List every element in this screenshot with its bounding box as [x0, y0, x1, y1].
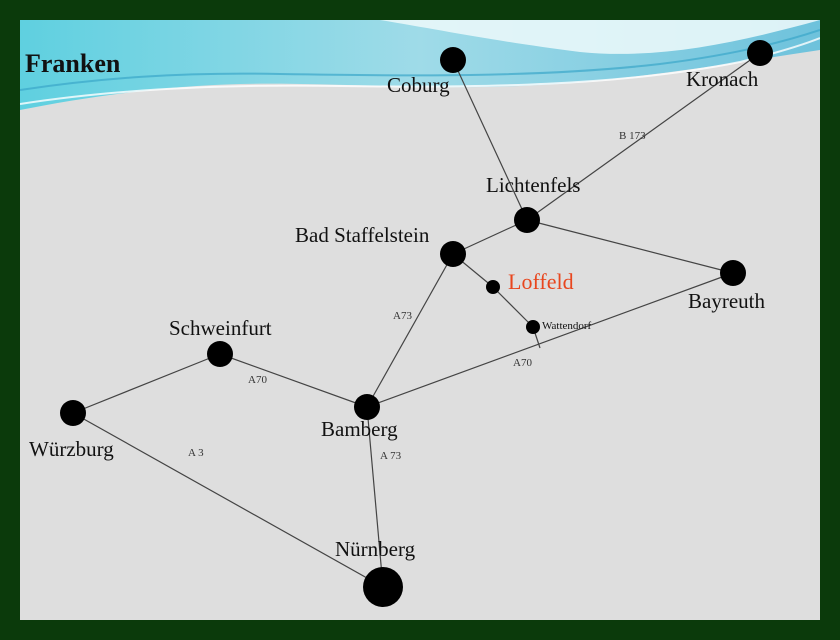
map-svg: Franken Coburg Kronach Lichtenfels Bad S…: [20, 20, 820, 607]
coburg-marker[interactable]: [440, 47, 466, 73]
road-label-a3: A 3: [188, 447, 204, 459]
wuerzburg-marker[interactable]: [60, 400, 86, 426]
road-label-b173: B 173: [619, 130, 646, 142]
bad-staffelstein-marker[interactable]: [440, 241, 466, 267]
kronach-marker[interactable]: [747, 40, 773, 66]
schweinfurt-marker[interactable]: [207, 341, 233, 367]
road-loffeld-wattendorf: [492, 286, 534, 328]
road-label-a70-east: A70: [513, 357, 532, 369]
road-lichtenfels-bad-staffelstein: [452, 219, 528, 255]
road-schweinfurt-wuerzburg: [72, 353, 221, 414]
road-label-a70-west: A70: [248, 374, 267, 386]
loffeld-marker[interactable]: [486, 280, 500, 294]
road-a70-east: [366, 272, 734, 408]
road-lichtenfels-bayreuth: [526, 219, 734, 274]
road-b173: [526, 52, 761, 221]
header-banner: [20, 20, 820, 110]
road-label-a73-south: A 73: [380, 450, 402, 462]
kronach-label: Kronach: [686, 67, 759, 91]
coburg-label: Coburg: [387, 73, 450, 97]
road-coburg-lichtenfels: [452, 59, 528, 221]
loffeld-label: Loffeld: [508, 269, 574, 294]
bayreuth-label: Bayreuth: [688, 289, 765, 313]
map-panel: Franken Coburg Kronach Lichtenfels Bad S…: [20, 20, 820, 620]
wattendorf-label: Wattendorf: [542, 320, 592, 332]
lichtenfels-label: Lichtenfels: [486, 173, 580, 197]
road-a73-south: [366, 406, 384, 588]
wuerzburg-label: Würzburg: [29, 437, 114, 461]
bamberg-marker[interactable]: [354, 394, 380, 420]
bayreuth-marker[interactable]: [720, 260, 746, 286]
nuernberg-label: Nürnberg: [335, 537, 416, 561]
schweinfurt-label: Schweinfurt: [169, 316, 272, 340]
road-a3: [72, 412, 384, 588]
bamberg-label: Bamberg: [321, 417, 398, 441]
wattendorf-marker[interactable]: [526, 320, 540, 334]
road-network: [72, 52, 761, 588]
road-a73-north: [366, 253, 454, 408]
road-label-a73-north: A73: [393, 310, 412, 322]
city-markers: [60, 40, 773, 607]
map-title: Franken: [25, 49, 121, 78]
bad-staffelstein-label: Bad Staffelstein: [295, 223, 430, 247]
road-a70-west: [219, 353, 368, 408]
nuernberg-marker[interactable]: [363, 567, 403, 607]
lichtenfels-marker[interactable]: [514, 207, 540, 233]
